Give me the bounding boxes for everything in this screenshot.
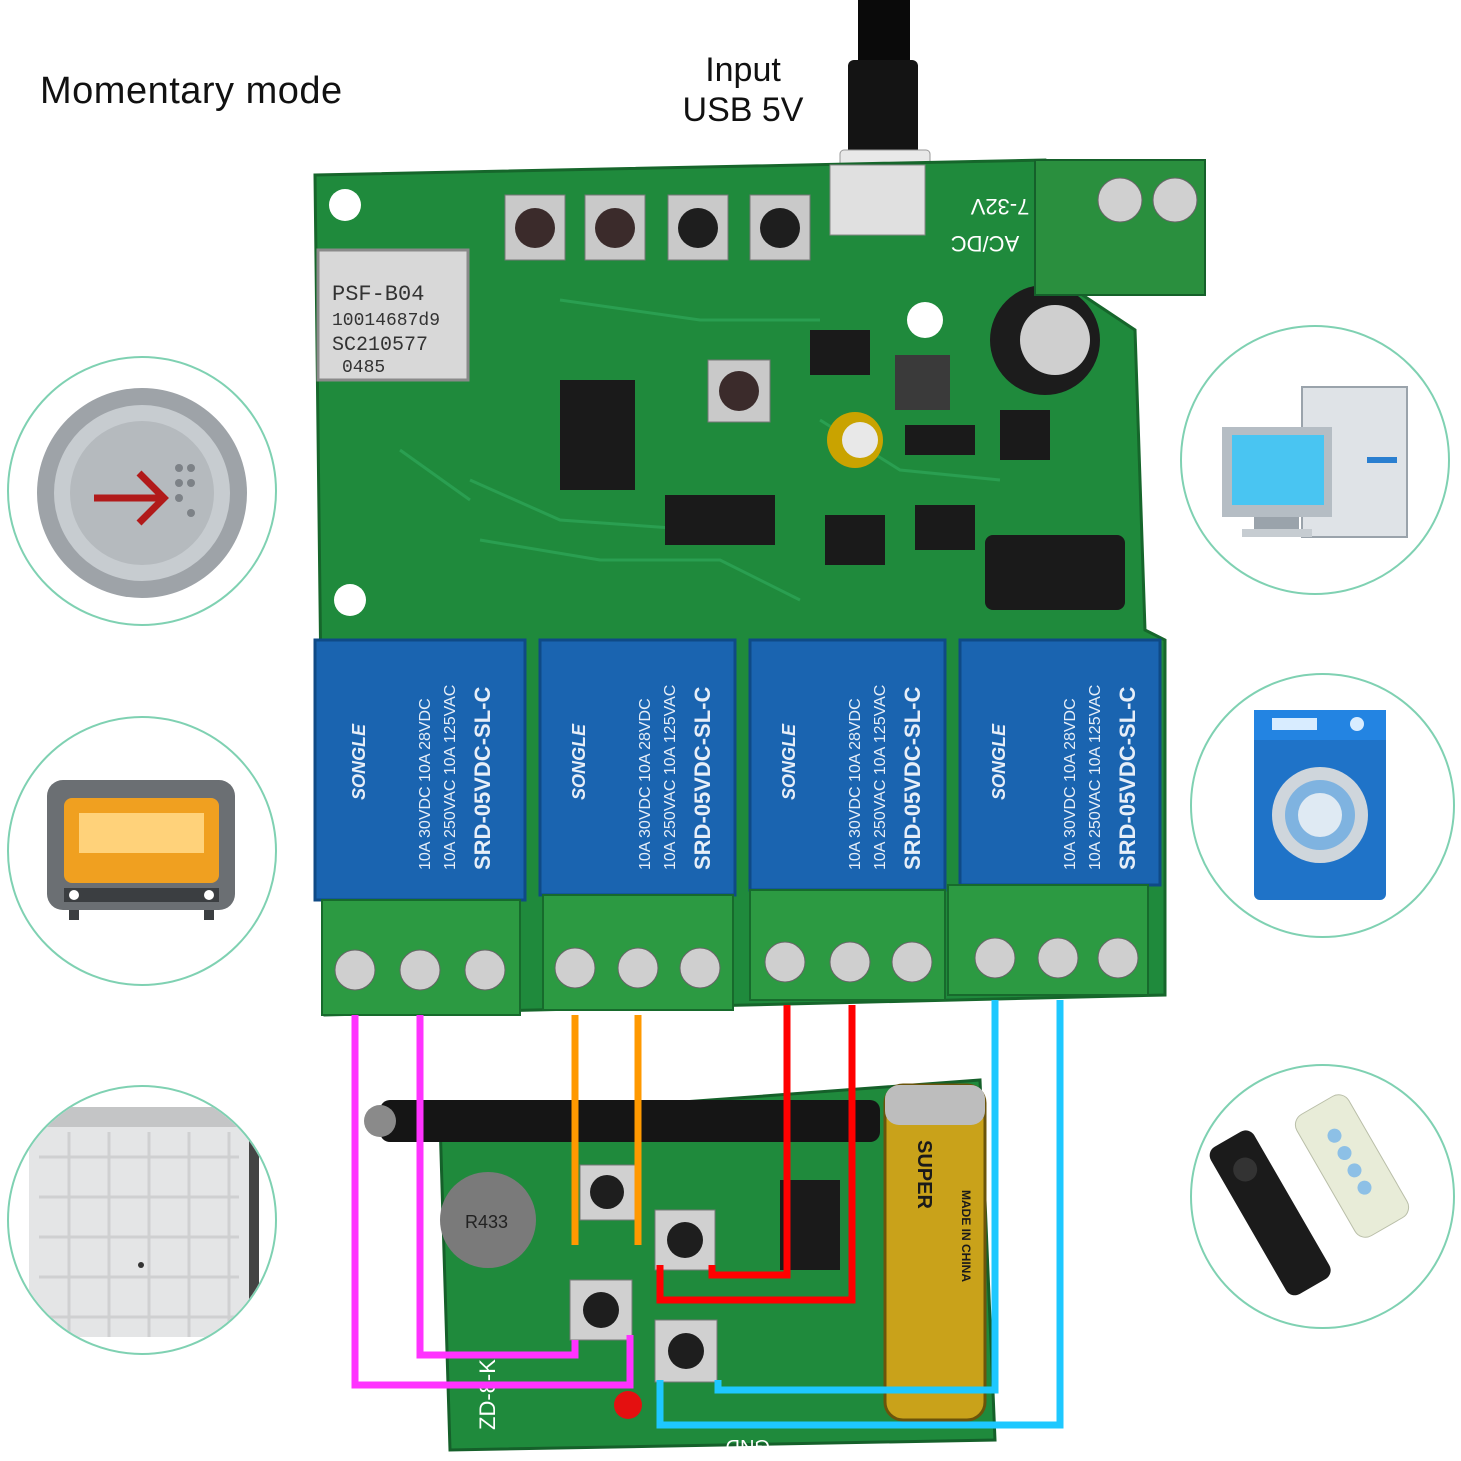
power-label-line1: 7-32V — [970, 194, 1029, 219]
svg-text:10A 30VDC 10A 28VDC: 10A 30VDC 10A 28VDC — [847, 698, 864, 870]
antenna — [380, 1100, 880, 1142]
ic-chip — [560, 380, 635, 490]
relay-3: SRD-05VDC-SL-C 10A 250VAC 10A 125VAC 10A… — [748, 638, 947, 892]
wire-relay1-a — [351, 1015, 634, 1389]
svg-text:SRD-05VDC-SL-C: SRD-05VDC-SL-C — [470, 687, 495, 870]
ic-chip — [825, 515, 885, 565]
battery-brand: SUPER — [913, 1140, 935, 1209]
wire-relay4-b — [656, 1000, 1064, 1429]
svg-text:10A 250VAC 10A 125VAC: 10A 250VAC 10A 125VAC — [872, 685, 889, 870]
wifi-module-line3: SC210577 — [332, 334, 428, 357]
led-indicator — [614, 1391, 642, 1419]
appliance-elevator-button — [7, 356, 277, 626]
relay-1: SRD-05VDC-SL-C 10A 250VAC 10A 125VAC 10A… — [313, 638, 527, 902]
svg-text:10A 250VAC 10A 125VAC: 10A 250VAC 10A 125VAC — [442, 685, 459, 870]
input-label-line2: USB 5V — [682, 91, 804, 129]
main-relay-board: PSF-B04 10014687d9 SC210577 0485 7-32V A… — [313, 158, 1206, 1017]
arrow-icon — [94, 470, 169, 526]
appliance-wall-panel — [7, 1085, 277, 1355]
ic-chip — [665, 495, 775, 545]
wire-relay1-b — [416, 1015, 579, 1359]
svg-text:SONGLE: SONGLE — [779, 723, 799, 800]
ic-chip — [915, 505, 975, 550]
relay-terminals — [321, 884, 1149, 1016]
board-code: ZD-8-K — [475, 1359, 500, 1430]
power-label-line2: AC/DC — [951, 231, 1020, 256]
relay-2: SRD-05VDC-SL-C 10A 250VAC 10A 125VAC 10A… — [538, 638, 737, 897]
wire-relay3-b — [656, 1005, 856, 1304]
svg-text:10A 30VDC 10A 28VDC: 10A 30VDC 10A 28VDC — [417, 698, 434, 870]
appliance-desktop-computer — [1180, 325, 1450, 595]
relay-4: SRD-05VDC-SL-C 10A 250VAC 10A 125VAC 10A… — [958, 638, 1162, 887]
wifi-module-line1: PSF-B04 — [332, 282, 424, 307]
svg-text:10A 30VDC 10A 28VDC: 10A 30VDC 10A 28VDC — [637, 698, 654, 870]
svg-text:SRD-05VDC-SL-C: SRD-05VDC-SL-C — [1115, 687, 1140, 870]
crystal — [440, 1172, 536, 1268]
power-terminal: 7-32V AC/DC — [951, 159, 1206, 296]
antenna-coil — [985, 535, 1125, 610]
relays: SRD-05VDC-SL-C 10A 250VAC 10A 125VAC 10A… — [313, 638, 1162, 902]
gnd-label: GND — [726, 1435, 770, 1457]
ic-chip — [1000, 410, 1050, 460]
ic-chip — [905, 425, 975, 455]
wifi-module-line2: 10014687d9 — [332, 311, 440, 331]
ic-chip — [810, 330, 870, 375]
appliance-toaster-oven — [7, 716, 277, 986]
svg-text:SRD-05VDC-SL-C: SRD-05VDC-SL-C — [900, 687, 925, 870]
input-label-line1: Input — [705, 51, 781, 89]
board-buttons — [504, 194, 811, 423]
usb-port — [829, 164, 926, 236]
svg-text:10A 30VDC 10A 28VDC: 10A 30VDC 10A 28VDC — [1062, 698, 1079, 870]
inductor — [895, 355, 950, 410]
svg-text:SONGLE: SONGLE — [989, 723, 1009, 800]
crystal-label: R433 — [465, 1212, 508, 1232]
wifi-module-line4: 0485 — [342, 358, 385, 378]
appliance-remote-controls — [1190, 1064, 1455, 1329]
wifi-module: PSF-B04 10014687d9 SC210577 0485 — [316, 248, 470, 382]
battery-origin: MADE IN CHINA — [959, 1190, 973, 1282]
wire-relay3-a — [708, 1005, 791, 1279]
svg-text:SONGLE: SONGLE — [569, 723, 589, 800]
battery: SUPER MADE IN CHINA — [883, 1083, 987, 1422]
svg-text:10A 250VAC 10A 125VAC: 10A 250VAC 10A 125VAC — [1087, 685, 1104, 870]
svg-text:10A 250VAC 10A 125VAC: 10A 250VAC 10A 125VAC — [662, 685, 679, 870]
remote-board: R433 ZD-8-K GND SUPER MADE IN CHINA — [364, 1078, 997, 1457]
wires — [351, 1000, 1064, 1429]
page-title: Momentary mode — [40, 70, 343, 112]
appliance-washing-machine — [1190, 673, 1455, 938]
svg-text:SRD-05VDC-SL-C: SRD-05VDC-SL-C — [690, 687, 715, 870]
svg-text:SONGLE: SONGLE — [349, 723, 369, 800]
wire-relay4-a — [714, 1000, 999, 1394]
input-label: Input USB 5V — [668, 50, 818, 130]
